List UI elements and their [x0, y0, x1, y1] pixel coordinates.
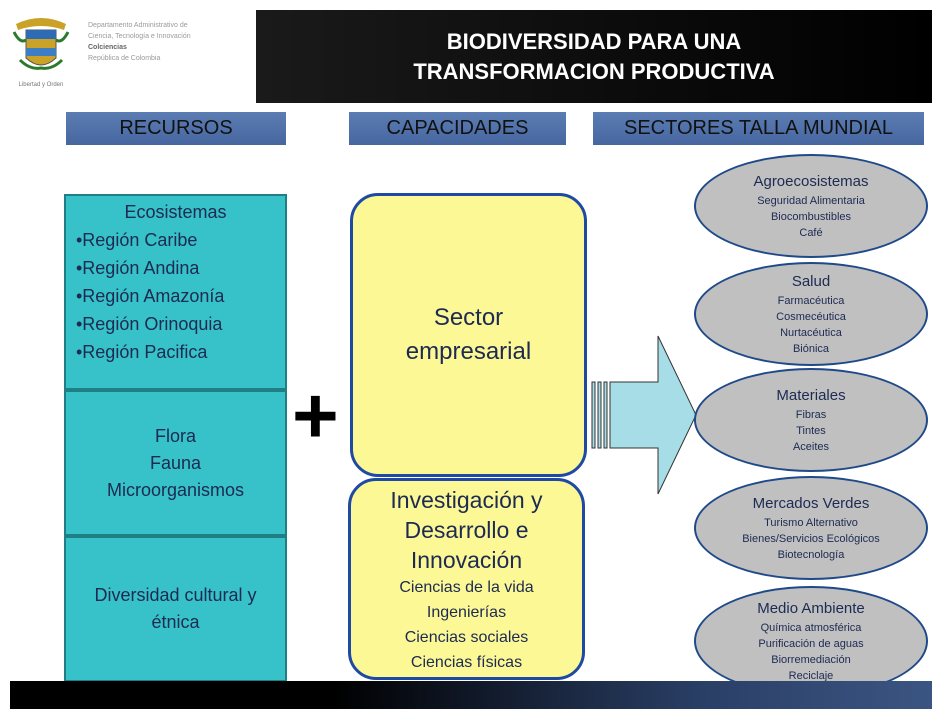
idi-line-3: Innovación — [410, 547, 523, 573]
idi-line-2: Desarrollo e — [404, 517, 529, 543]
region-item: •Región Caribe — [76, 230, 198, 250]
ciencia-item: Ciencias de la vida — [399, 579, 534, 596]
sector-item: Biocombustibles — [770, 210, 852, 223]
footer-bar — [10, 681, 932, 709]
idi-box: Investigación y Desarrollo e Innovación … — [348, 478, 585, 680]
plus-sign: + — [292, 371, 339, 460]
idi-line-1: Investigación y — [390, 487, 543, 513]
diversidad-text: Diversidad cultural y étnica — [94, 585, 257, 632]
sector-title: Mercados Verdes — [752, 494, 870, 512]
logo-line-3: Colciencias — [88, 44, 127, 51]
sector-title: Salud — [791, 272, 831, 290]
region-item: •Región Amazonía — [76, 286, 225, 306]
sector-item: Seguridad Alimentaria — [757, 194, 865, 207]
sector-item: Purificación de aguas — [758, 637, 864, 650]
logo-line-4: República de Colombia — [88, 55, 161, 62]
sector-title: Medio Ambiente — [757, 599, 865, 617]
title-line-2: TRANSFORMACION PRODUCTIVA — [413, 58, 775, 84]
sector-item: Biónica — [792, 342, 830, 355]
header-capacidades: CAPACIDADES — [349, 112, 566, 145]
right-arrow-icon — [590, 334, 700, 496]
sector-item: Tintes — [796, 424, 826, 437]
sector-salud: Salud Farmacéutica Cosmecéutica Nurtacéu… — [694, 262, 928, 366]
logo-line-1: Departamento Administrativo de — [88, 22, 188, 29]
diversidad-box: Diversidad cultural y étnica — [64, 536, 287, 682]
sector-item: Química atmosférica — [760, 621, 862, 634]
header-recursos: RECURSOS — [66, 112, 286, 145]
sector-item: Nurtacéutica — [780, 326, 842, 339]
sector-line-1: Sector — [433, 304, 504, 331]
logo-line-2: Ciencia, Tecnología e Innovación — [88, 33, 191, 40]
header-sectores: SECTORES TALLA MUNDIAL — [593, 112, 924, 145]
sector-title: Agroecosistemas — [753, 172, 869, 190]
sector-agroecosistemas: Agroecosistemas Seguridad Alimentaria Bi… — [694, 154, 928, 258]
biota-microorganismos: Microorganismos — [106, 479, 245, 500]
sector-item: Fibras — [795, 408, 827, 421]
sector-line-2: empresarial — [405, 338, 532, 365]
colombia-coat-of-arms-logo: Libertad y Orden — [10, 10, 72, 92]
ciencia-item: Ciencias físicas — [410, 654, 523, 671]
sector-title: Materiales — [776, 386, 846, 404]
logo-text-block: Departamento Administrativo de Ciencia, … — [88, 20, 258, 64]
ciencia-item: Ciencias sociales — [404, 629, 529, 646]
sector-item: Farmacéutica — [777, 294, 845, 307]
ciencia-item: Ingenierías — [426, 604, 507, 621]
title-banner: BIODIVERSIDAD PARA UNA TRANSFORMACION PR… — [256, 10, 932, 103]
region-item: •Región Orinoquia — [76, 314, 223, 334]
ecosistemas-box: Ecosistemas •Región Caribe •Región Andin… — [64, 194, 287, 390]
sector-materiales: Materiales Fibras Tintes Aceites — [694, 368, 928, 472]
biota-flora: Flora — [154, 425, 196, 446]
biota-fauna: Fauna — [149, 452, 202, 473]
title-line-1: BIODIVERSIDAD PARA UNA — [446, 28, 742, 54]
sector-item: Reciclaje — [788, 669, 834, 682]
sector-item: Turismo Alternativo — [764, 516, 858, 529]
sector-item: Bienes/Servicios Ecológicos — [742, 532, 880, 545]
sector-item: Biorremediación — [771, 653, 851, 666]
sector-item: Cosmecéutica — [776, 310, 846, 323]
region-item: •Región Pacifica — [76, 342, 208, 362]
sector-mercados-verdes: Mercados Verdes Turismo Alternativo Bien… — [694, 476, 928, 580]
ecosistemas-title: Ecosistemas — [124, 202, 227, 222]
svg-text:Libertad y Orden: Libertad y Orden — [19, 82, 64, 88]
sector-item: Biotecnología — [777, 548, 845, 561]
sector-medio-ambiente: Medio Ambiente Química atmosférica Purif… — [694, 586, 928, 696]
biota-box: Flora Fauna Microorganismos — [64, 390, 287, 536]
region-item: •Región Andina — [76, 258, 200, 278]
sector-empresarial-box: Sector empresarial — [350, 193, 587, 477]
sector-item: Aceites — [792, 440, 830, 453]
sector-item: Café — [799, 226, 823, 239]
